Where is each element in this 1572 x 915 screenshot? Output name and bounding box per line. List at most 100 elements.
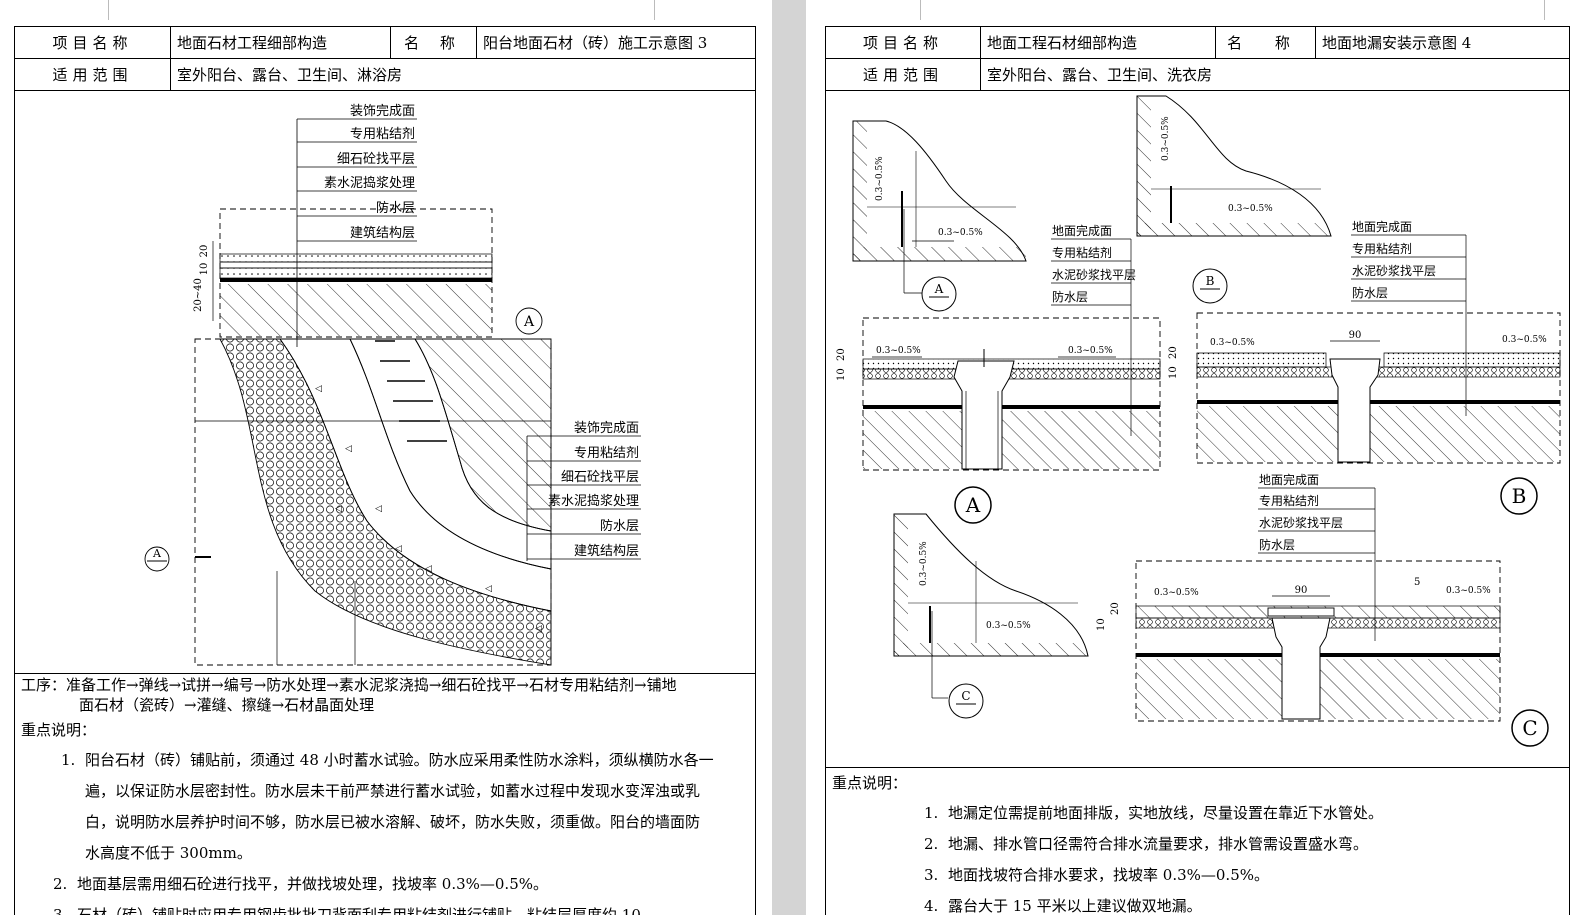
crop-mark [654,0,655,20]
slope-label: 0.3~0.5% [986,621,1031,631]
process-label: 工序： [21,676,67,694]
layer-label: 专用粘结剂 [1352,241,1412,256]
scope-value: 室外阳台、露台、卫生间、淋浴房 [177,65,403,84]
layer-label: 专用粘结剂 [350,127,415,142]
header-row-scope: 适用范围 室外阳台、露台、卫生间、洗衣房 [826,58,1569,91]
slope-label: 0.3~0.5% [919,541,929,586]
project-value: 地面石材工程细部构造 [171,27,391,58]
layer-label: 防水层 [600,518,639,534]
waterproof-layer [863,405,1160,409]
section-marker-label: A [965,493,981,517]
note-number: 3. [53,906,68,915]
note-text: 地面基层需用细石砼进行找平，并做找坡处理，找坡率 0.3%—0.5%。 [77,875,548,893]
slope-label: 0.3~0.5% [1161,116,1171,161]
detail-c-outline [893,513,1089,657]
drain-body [953,360,1015,470]
note-text: 石材（砖）铺贴时应用专用钢齿批批刀背面刮专用粘结剂进行铺贴，粘结层厚度约 10 [77,906,641,915]
enlarged-boundary [194,338,552,666]
note-item: 3. 地面找坡符合排水要求，找坡率 0.3%—0.5%。 [826,860,1569,891]
slope-label: 0.3~0.5% [1068,346,1113,356]
layer-label: 素水泥捣浆处理 [548,493,639,509]
floor-drain-drawing: 0.3~0.5% 0.3~0.5% A 地面完成面 专用粘 [826,91,1569,768]
note-number: 2. [924,835,939,853]
note-item: 1. 阳台石材（砖）铺贴前，须通过 48 小时蓄水试验。防水应采用柔性防水涂料，… [15,745,755,869]
note-text: 阳台石材（砖）铺贴前，须通过 48 小时蓄水试验。防水应采用柔性防水涂料，须纵横… [85,751,714,769]
header-row-scope: 适用范围 室外阳台、露台、卫生间、淋浴房 [15,58,755,91]
process-line: 工序：准备工作→弹线→试拼→编号→防水处理→素水泥浆浇捣→细石砼找平→石材专用粘… [15,675,755,695]
section-marker-circle [1500,477,1538,515]
layer-label: 水泥砂浆找平层 [1052,267,1136,282]
wall-hatch [853,121,867,261]
scope-value: 室外阳台、露台、卫生间、洗衣房 [987,65,1213,84]
callout-label: A [152,547,162,560]
slope-label: 0.3~0.5% [1446,586,1491,596]
note-text: 地漏、排水管口径需符合排水流量要求，排水管需设置盛水弯。 [948,835,1369,853]
layer-label: 防水层 [1352,285,1388,300]
svg-text:◁: ◁ [425,564,432,574]
svg-text:◁: ◁ [535,624,542,634]
waterproof-layer [220,278,492,282]
svg-text:◁: ◁ [395,544,402,554]
right-notes: 重点说明： 1. 地漏定位需提前地面排版，实地放线，尽量设置在靠近下水管处。 2… [826,768,1569,915]
layer-label: 地面完成面 [1352,219,1412,234]
slope-label: 0.3~0.5% [938,228,983,238]
process-text: 准备工作→弹线→试拼→编号→防水处理→素水泥浆浇捣→细石砼找平→石材专用粘结剂→… [66,676,677,694]
layer-label: 装饰完成面 [350,104,415,119]
crop-mark [108,0,109,20]
finish-layer [219,253,493,263]
note-text: 地面找坡符合排水要求，找坡率 0.3%—0.5%。 [948,866,1269,884]
drain-body [1329,358,1381,463]
slope-label: 0.3~0.5% [876,346,921,356]
grout-lines [375,340,447,442]
right-page: 项目名称 地面工程石材细部构造 名 称 地面地漏安装示意图 4 适用范围 室外阳… [806,0,1572,915]
scope-label: 适用范围 [15,58,171,90]
section-marker-label: B [1512,484,1527,508]
section-marker-circle [954,486,992,524]
callout-label: B [1206,274,1215,288]
balcony-section-svg: 装饰完成面 专用粘结剂 细石砼找平层 素水泥捣浆处理 防水层 建筑结构层 20 [144,104,641,666]
layer-label: 防水层 [376,200,415,216]
name-label: 名 称 [1216,27,1316,58]
section-a-boundary [862,317,1161,471]
note-number: 4. [924,897,939,915]
scope-label: 适用范围 [826,58,981,90]
floor-drain-svg: 0.3~0.5% 0.3~0.5% A 地面完成面 专用粘 [836,95,1561,747]
callout-label: A [934,282,944,296]
concrete-marks: ◁◁◁◁◁◁◁◁ [315,384,542,634]
callout-circle [515,307,543,335]
note-item: 3. 石材（砖）铺贴时应用专用钢齿批批刀背面刮专用粘结剂进行铺贴，粘结层厚度约 … [15,900,755,915]
layer-labels-a: 地面完成面 专用粘结剂 水泥砂浆找平层 防水层 [1052,223,1136,304]
name-value: 地面地漏安装示意图 4 [1322,34,1472,52]
dim-label: 20 [199,245,210,258]
name-label: 名 称 [391,27,477,58]
section-c-boundary [1135,560,1501,722]
layer-label: 地面完成面 [1259,472,1319,487]
callout-circle [144,546,170,572]
balcony-section-drawing: 装饰完成面 专用粘结剂 细石砼找平层 素水泥捣浆处理 防水层 建筑结构层 20 [15,91,755,674]
notes-heading: 重点说明： [21,721,97,739]
layer-label: 专用粘结剂 [1259,493,1319,508]
dim-label: 10 [1096,618,1107,631]
detail-b-outline [1136,95,1332,237]
section-marker-circle [1511,709,1549,747]
layer-label: 水泥砂浆找平层 [1352,263,1436,278]
svg-text:◁: ◁ [375,504,382,514]
layer-label: 水泥砂浆找平层 [1259,515,1343,530]
callout-label: C [961,689,970,703]
section-b-boundary [1196,312,1561,464]
left-notes: 工序：准备工作→弹线→试拼→编号→防水处理→素水泥浆浇捣→细石砼找平→石材专用粘… [15,674,755,915]
dim-label: 10 [836,368,847,381]
slope-label: 0.3~0.5% [1210,338,1255,348]
project-value: 地面工程石材细部构造 [981,27,1216,58]
left-sheet: 项目名称 地面石材工程细部构造 名 称 阳台地面石材（砖）施工示意图 3 适用范… [14,26,756,915]
layer-label: 细石砼找平层 [561,470,639,485]
note-text: 遍，以保证防水层密封性。防水层未干前严禁进行蓄水试验，如蓄水过程中发现水变浑浊或… [85,782,701,800]
layer-labels-right: 装饰完成面 专用粘结剂 细石砼找平层 素水泥捣浆处理 防水层 建筑结构层 [548,421,639,559]
screed-layer [219,267,493,279]
header-row-project: 项目名称 地面石材工程细部构造 名 称 阳台地面石材（砖）施工示意图 3 [15,27,755,59]
slope-label: 0.3~0.5% [1154,588,1199,598]
layer-labels-c: 地面完成面 专用粘结剂 水泥砂浆找平层 防水层 [1259,472,1343,552]
note-item: 1. 地漏定位需提前地面排版，实地放线，尽量设置在靠近下水管处。 [826,798,1569,829]
dim-label: 90 [1295,585,1308,596]
layer-label: 专用粘结剂 [574,446,639,461]
